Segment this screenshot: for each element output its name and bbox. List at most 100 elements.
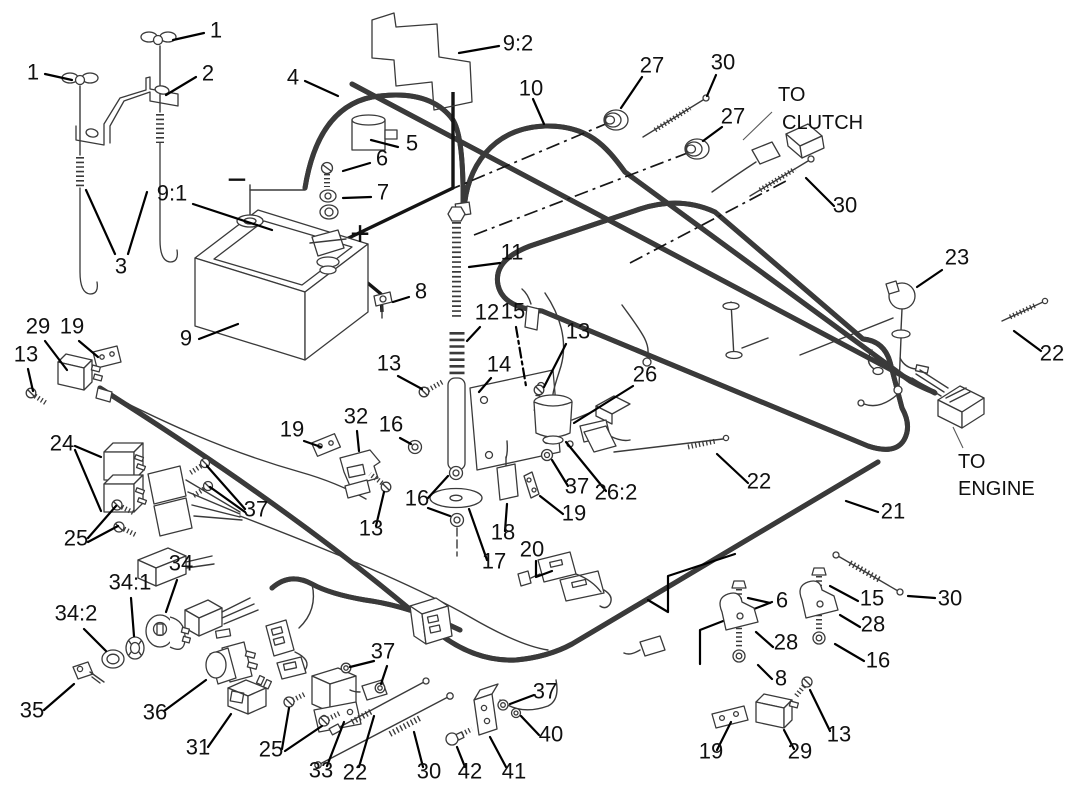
fuse-holder-31 — [227, 674, 273, 715]
connector-6pin-left — [137, 547, 215, 587]
part-label-5: 5 — [406, 131, 418, 156]
part-label-19c: 19 — [562, 501, 586, 526]
clip-19-top-left — [92, 345, 122, 369]
harness-hump-segment-10 — [461, 126, 937, 392]
part-label-37a: 37 — [244, 497, 268, 522]
fuel-solenoid-26 — [521, 288, 574, 448]
loop-pigtail-wire — [621, 304, 649, 359]
ignition-switch-34 — [145, 614, 192, 650]
part-label-19b: 19 — [280, 417, 304, 442]
part-label-13c: 13 — [14, 342, 38, 367]
centerline-clutch-plug — [629, 180, 787, 264]
washer-40 — [510, 707, 522, 719]
rod-30-right — [832, 551, 904, 596]
part-label-29a: 29 — [26, 314, 50, 339]
part-label-9-1: 9:1 — [157, 181, 188, 206]
rod-30-top-a — [642, 94, 710, 138]
part-label-14: 14 — [487, 352, 511, 377]
part-label-13a: 13 — [566, 319, 590, 344]
clamp-routing-line-a — [646, 552, 737, 614]
part-label-34-2: 34:2 — [55, 601, 98, 626]
part-label-32: 32 — [344, 404, 368, 429]
key-35 — [72, 661, 105, 684]
part-label-23: 23 — [945, 245, 969, 270]
part-label-24: 24 — [50, 431, 74, 456]
part-label-8b: 8 — [775, 666, 787, 691]
part-label-30b: 30 — [833, 193, 857, 218]
part-label-37d: 37 — [371, 639, 395, 664]
part-label-3: 3 — [115, 254, 127, 279]
part-label-34-1: 34:1 — [109, 570, 152, 595]
to-clutch-line1: TO — [778, 84, 805, 106]
part-label-25b: 25 — [259, 737, 283, 762]
washers-7 — [319, 189, 339, 220]
to-clutch-line2: CLUTCH — [782, 112, 863, 134]
bolt-15-clamp-28-right — [799, 567, 839, 645]
carriage-bolt-42 — [445, 726, 474, 746]
part-label-40: 40 — [539, 722, 563, 747]
grommet-27b — [684, 138, 710, 160]
part-label-27a: 27 — [640, 53, 664, 78]
part-label-15a: 15 — [501, 299, 525, 324]
part-label-9-2: 9:2 — [503, 31, 534, 56]
part-label-30c: 30 — [938, 586, 962, 611]
part-label-1-left: 1 — [27, 60, 39, 85]
part-label-4: 4 — [287, 65, 299, 90]
clutch-connector — [711, 123, 825, 193]
star-washer-34-1 — [125, 636, 145, 660]
terminal-boot-5 — [351, 114, 398, 151]
to-clutch-callout: TO CLUTCH — [778, 84, 863, 134]
interlock-switch-29-left — [57, 353, 113, 403]
battery — [194, 184, 369, 361]
battery-negative-sign: − — [227, 161, 247, 199]
part-label-16c: 16 — [866, 648, 890, 673]
positive-terminal-clamp — [309, 229, 347, 275]
relay-connector-block — [147, 465, 243, 537]
eyelet-wire-b — [899, 357, 917, 370]
push-switch-36 — [205, 641, 258, 685]
centerline-grommet-27b — [473, 151, 691, 236]
screw-13-far-left — [25, 387, 48, 406]
part-label-30a: 30 — [711, 50, 735, 75]
part-label-18: 18 — [491, 520, 515, 545]
part-label-26-2: 26:2 — [595, 480, 638, 505]
part-label-37c: 37 — [533, 679, 557, 704]
nut-16-washer-17-stack — [429, 465, 483, 557]
part-label-42: 42 — [458, 759, 482, 784]
part-label-25a: 25 — [64, 526, 88, 551]
part-label-6a: 6 — [376, 146, 388, 171]
interlock-switch-29-bottom — [755, 693, 800, 729]
engine-connector — [911, 369, 985, 429]
part-label-1-top: 1 — [210, 18, 222, 43]
ignition-connector — [184, 597, 259, 639]
rod-22-bottom — [328, 677, 430, 736]
screw-13-near-32 — [368, 472, 392, 493]
ring-terminal — [642, 357, 652, 367]
part-label-22c: 22 — [343, 760, 367, 785]
part-label-17: 17 — [482, 549, 506, 574]
branch-wire-b — [298, 583, 315, 629]
eyelet-wire-a — [867, 349, 875, 370]
part-labels: 1 1 2 3 4 5 6 7 8 9 9:1 9:2 10 11 12 15 … — [14, 18, 1064, 785]
j-bolt-left — [61, 72, 99, 295]
part-label-7: 7 — [377, 180, 389, 205]
relay-wire-bundle — [239, 515, 549, 651]
panel-9-2 — [371, 12, 473, 111]
plunger-switch-18 — [496, 440, 519, 501]
part-label-13e: 13 — [827, 722, 851, 747]
part-label-10: 10 — [519, 76, 543, 101]
part-label-16b: 16 — [405, 486, 429, 511]
positive-battery-cable — [331, 92, 455, 248]
eyelet-a — [872, 366, 884, 376]
hold-down-bracket — [75, 76, 179, 146]
clutch-cable-end — [799, 317, 894, 356]
part-label-6b: 6 — [776, 588, 788, 613]
part-label-28a: 28 — [861, 612, 885, 637]
clip-19-bottom-right — [711, 705, 749, 729]
connector-d — [409, 597, 453, 645]
rod-30-top-b — [749, 155, 815, 197]
part-label-21: 21 — [881, 499, 905, 524]
mounting-post — [447, 377, 466, 471]
battery-positive-sign: + — [350, 215, 370, 253]
